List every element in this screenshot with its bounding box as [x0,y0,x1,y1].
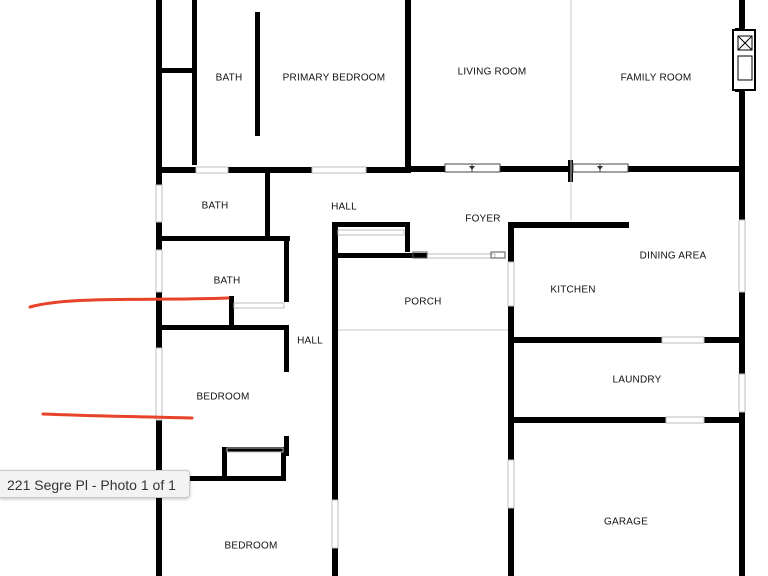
fireplace-inner [737,35,753,51]
wall [222,447,227,481]
room-label-kitchen: KITCHEN [550,284,596,296]
wall [156,222,162,250]
arrow-down-icon [469,166,475,170]
window [738,373,746,413]
room-label-bath: BATH [201,200,229,212]
windows [155,166,746,549]
room-label-laundry: LAUNDRY [612,374,662,386]
wall [509,222,629,228]
wall [162,476,286,481]
room-label-bedroom: BEDROOM [224,540,278,552]
sliding-doors [444,163,629,173]
wall [192,0,197,165]
room-label-hall: HALL [331,201,357,213]
wall [229,296,234,328]
hand-drawn-annotations [28,296,230,420]
wall [332,222,410,227]
wall [704,337,744,343]
fireplace-cross [737,35,753,51]
wall [156,0,162,185]
door-jamb [412,251,428,259]
window [661,336,705,344]
window [155,347,163,421]
door-arrows [469,166,603,170]
wall [162,68,194,73]
window [233,302,285,309]
fireplace-icon [732,28,756,92]
window [426,253,496,259]
fireplace-hearth [737,55,753,81]
wall [284,436,289,456]
red-marker-line [41,412,194,420]
room-label-foyer: FOYER [465,213,501,225]
wall [332,222,338,500]
wall [739,0,745,220]
wall [162,167,196,173]
wall [255,12,260,136]
wall [162,236,290,241]
thin-lines [338,0,572,331]
wall [512,417,666,423]
wall [156,420,162,576]
red-marker-line [28,296,230,309]
window [738,219,746,293]
room-label-bath: BATH [215,72,243,84]
window [155,249,163,293]
wall [739,292,745,374]
room-label-hall: HALL [297,335,323,347]
room-label-dining-area: DINING AREA [639,250,707,262]
window [665,416,705,424]
wall [628,166,742,172]
door-jamb [490,251,506,259]
wall [156,292,162,348]
wall [162,325,289,330]
wall [411,166,445,172]
room-label-family-room: FAMILY ROOM [620,72,692,84]
wall [508,508,514,576]
wall [337,253,427,258]
window [337,229,405,236]
wall [405,0,411,173]
wall [284,328,289,372]
wall [281,447,286,481]
room-label-bedroom: BEDROOM [196,391,250,403]
window [311,166,367,174]
photo-caption: 221 Segre Pl - Photo 1 of 1 [0,470,190,498]
window [195,166,229,174]
wall [332,548,338,576]
room-label-primary-bedroom: PRIMARY BEDROOM [282,72,386,84]
wall [265,173,270,240]
door-jambs [412,251,506,259]
wall [405,222,410,252]
window [507,459,515,509]
room-label-porch: PORCH [404,296,442,308]
arrow-down-icon [597,166,603,170]
walls [156,0,745,576]
window [507,261,515,307]
window [155,184,163,223]
window [331,499,339,549]
window [226,447,284,453]
wall [508,306,514,460]
room-label-garage: GARAGE [604,516,648,528]
wall [739,412,745,576]
room-label-bath: BATH [213,275,241,287]
wall [500,166,572,172]
wall [284,236,289,302]
wall [228,167,312,173]
wall [508,222,514,262]
wall [222,447,289,452]
wall [366,167,410,173]
room-label-living-room: LIVING ROOM [457,66,527,78]
wall [512,337,662,343]
wall [704,417,744,423]
